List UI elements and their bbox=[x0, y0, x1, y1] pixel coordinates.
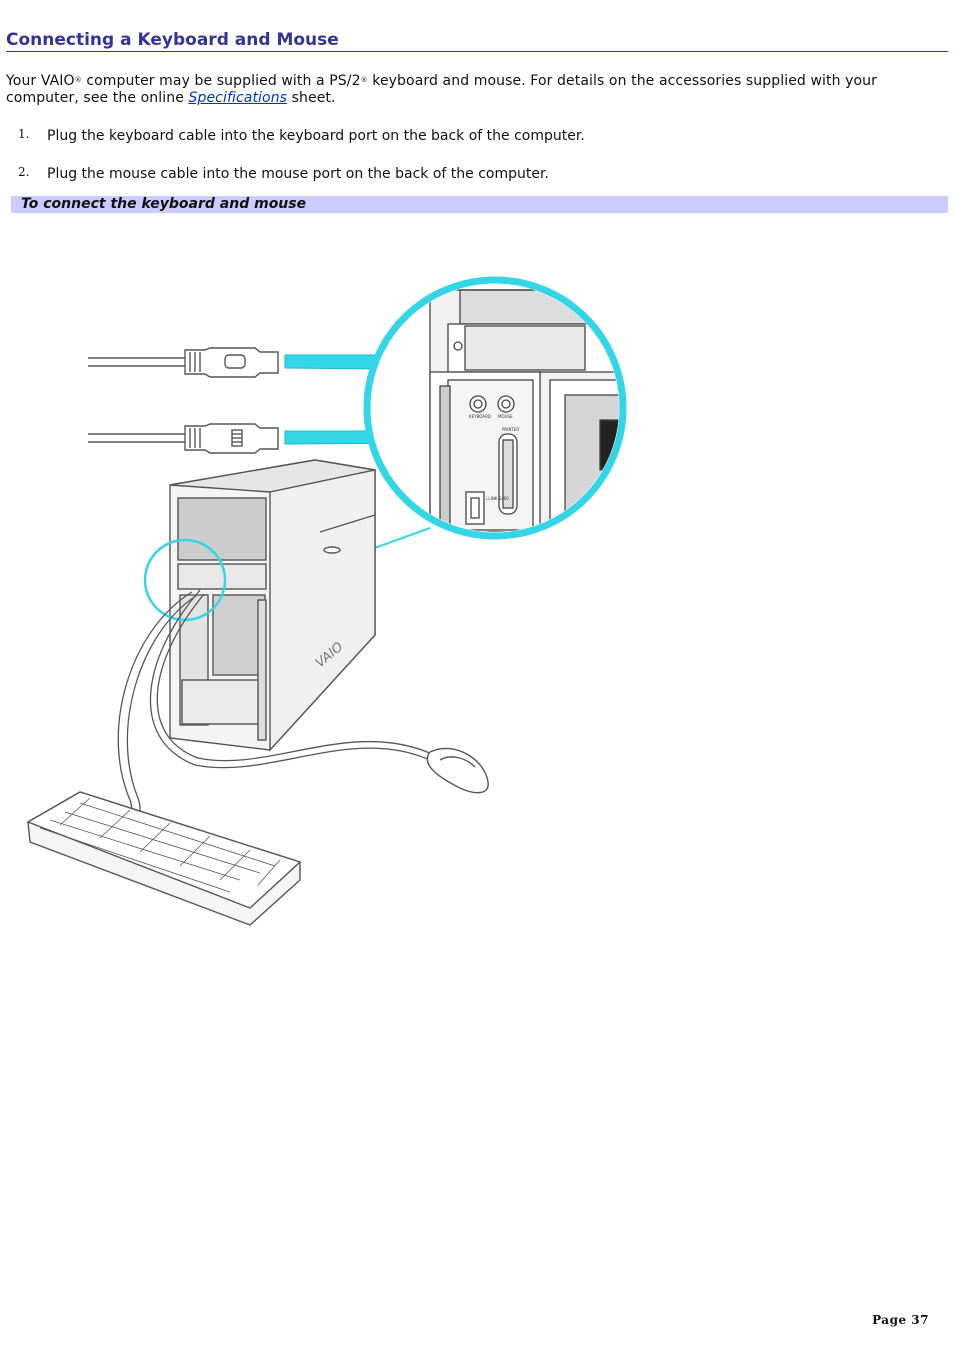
step-text: Plug the keyboard cable into the keyboar… bbox=[47, 128, 585, 144]
intro-text-2: computer may be supplied with a PS/2 bbox=[81, 73, 361, 89]
intro-paragraph: Your VAIO® computer may be supplied with… bbox=[6, 72, 946, 107]
page-title: Connecting a Keyboard and Mouse bbox=[6, 30, 948, 52]
keyboard-mouse-diagram: KEYBOARD MOUSE PRINTER i.LINK S400 VAIO bbox=[26, 276, 627, 926]
port-callout: KEYBOARD MOUSE PRINTER i.LINK S400 bbox=[187, 276, 627, 601]
mouse-plug bbox=[88, 423, 279, 454]
port-label-ilink: i.LINK S400 bbox=[486, 496, 509, 501]
intro-text-4: sheet. bbox=[287, 90, 336, 106]
intro-text-1: Your VAIO bbox=[6, 73, 75, 89]
computer-tower: VAIO bbox=[169, 459, 376, 752]
step-number: 2. bbox=[18, 165, 30, 179]
keyboard-plug-top bbox=[88, 347, 279, 378]
procedure-caption-bar: To connect the keyboard and mouse bbox=[11, 196, 948, 213]
port-label-keyboard: KEYBOARD bbox=[469, 414, 491, 419]
port-label-mouse: MOUSE bbox=[498, 414, 513, 419]
registered-mark: ® bbox=[74, 76, 82, 84]
registered-mark: ® bbox=[360, 76, 368, 84]
step-text: Plug the mouse cable into the mouse port… bbox=[47, 166, 549, 182]
port-label-printer: PRINTER bbox=[502, 427, 519, 432]
procedure-caption: To connect the keyboard and mouse bbox=[21, 196, 307, 212]
keyboard-device bbox=[26, 791, 302, 926]
mouse-device bbox=[426, 747, 489, 794]
intro-text-3: keyboard and mouse. For details on the a… bbox=[6, 73, 877, 106]
specifications-link[interactable]: Specifications bbox=[188, 90, 288, 106]
connection-illustration: KEYBOARD MOUSE PRINTER i.LINK S400 VAIO bbox=[20, 270, 640, 939]
step-number: 1. bbox=[18, 127, 30, 141]
page-number: Page 37 bbox=[872, 1313, 929, 1327]
